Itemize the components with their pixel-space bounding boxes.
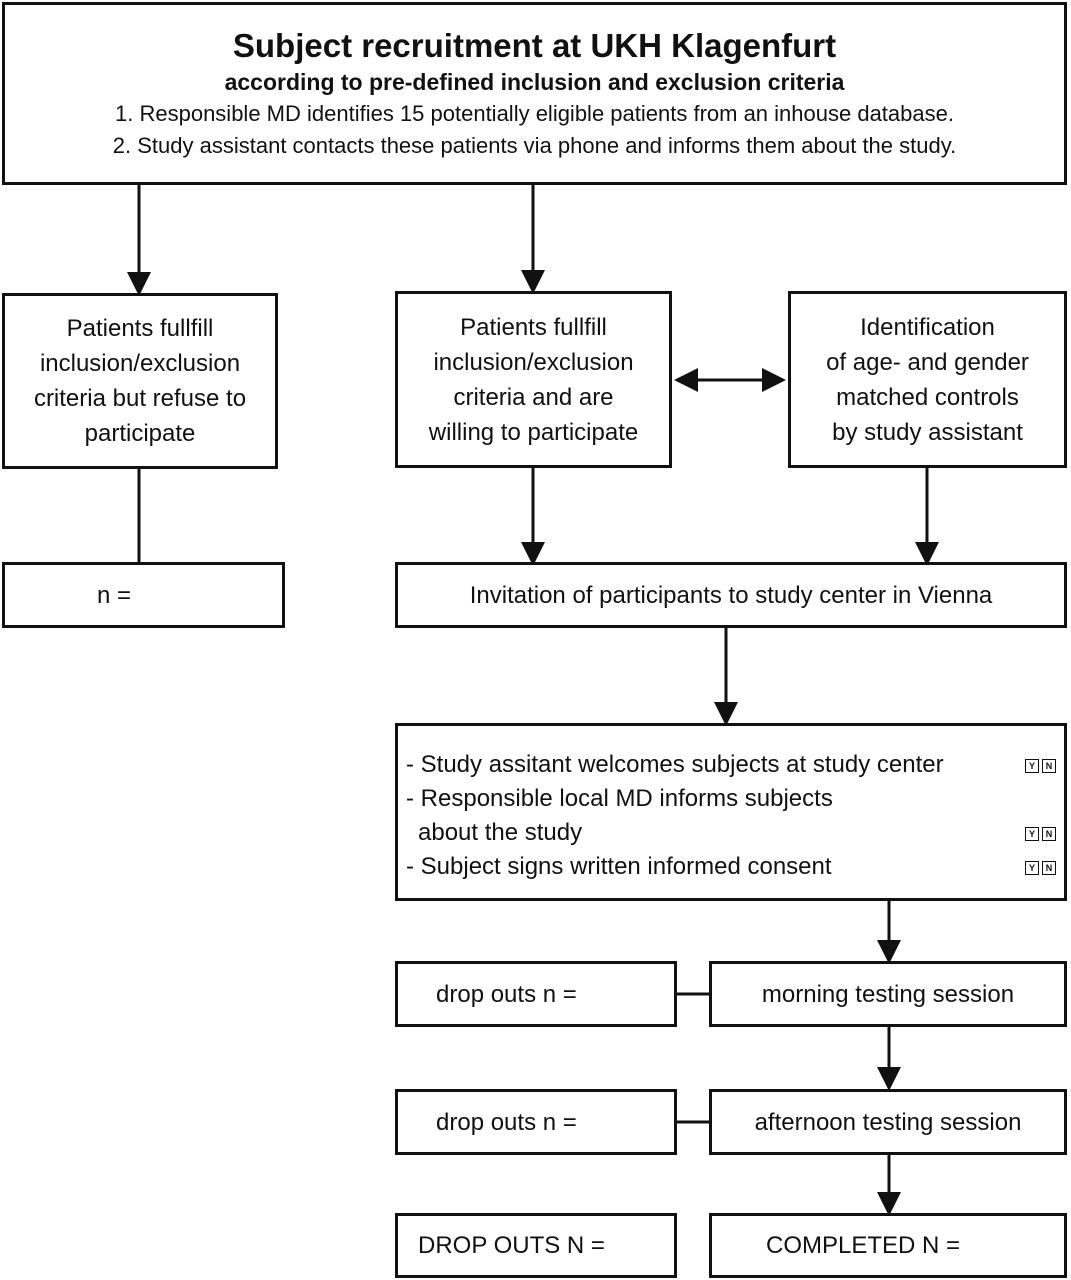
morning-session-box: morning testing session bbox=[709, 961, 1067, 1027]
controls-line: Identification bbox=[860, 313, 995, 341]
willing-line: criteria and are bbox=[453, 383, 614, 411]
checklist-box: - Study assitant welcomes subjects at st… bbox=[395, 723, 1067, 901]
willing-box: Patients fullfill inclusion/exclusion cr… bbox=[395, 291, 672, 468]
checklist-item-inform: - Responsible local MD informs subjects … bbox=[406, 782, 1064, 850]
final-dropouts-label: DROP OUTS N = bbox=[418, 1232, 605, 1259]
morning-dropouts-box: drop outs n = bbox=[395, 961, 677, 1027]
willing-line: Patients fullfill bbox=[460, 313, 607, 341]
checklist-item-inform-text: - Responsible local MD informs subjects bbox=[406, 785, 833, 812]
yes-checkbox[interactable]: Y bbox=[1025, 758, 1039, 773]
header-step-1: 1. Responsible MD identifies 15 potentia… bbox=[115, 100, 954, 126]
header-title: Subject recruitment at UKH Klagenfurt bbox=[232, 26, 837, 64]
afternoon-session-box: afternoon testing session bbox=[709, 1089, 1067, 1155]
no-checkbox[interactable]: N bbox=[1042, 758, 1056, 773]
recruitment-header-box: Subject recruitment at UKH Klagenfurt ac… bbox=[2, 2, 1067, 185]
controls-box: Identification of age- and gender matche… bbox=[788, 291, 1067, 468]
no-checkbox[interactable]: N bbox=[1042, 826, 1056, 841]
refuse-count-label: n = bbox=[97, 581, 132, 609]
checklist-item-consent-text: - Subject signs written informed consent bbox=[406, 853, 832, 880]
final-dropouts-box: DROP OUTS N = bbox=[395, 1213, 677, 1278]
refuse-line: participate bbox=[84, 420, 196, 447]
controls-line: by study assistant bbox=[832, 418, 1023, 446]
yes-checkbox[interactable]: Y bbox=[1025, 860, 1039, 875]
refuse-line: criteria but refuse to bbox=[33, 385, 247, 412]
refuse-line: Patients fullfill bbox=[66, 315, 214, 342]
refuse-line: inclusion/exclusion bbox=[39, 350, 241, 377]
morning-dropouts-label: drop outs n = bbox=[436, 980, 577, 1008]
completed-label: COMPLETED N = bbox=[766, 1232, 961, 1259]
invitation-text: Invitation of participants to study cent… bbox=[469, 581, 993, 609]
afternoon-session-label: afternoon testing session bbox=[754, 1108, 1022, 1136]
willing-line: willing to participate bbox=[428, 418, 639, 446]
willing-line: inclusion/exclusion bbox=[433, 348, 634, 376]
no-checkbox[interactable]: N bbox=[1042, 860, 1056, 875]
header-step-2: 2. Study assistant contacts these patien… bbox=[112, 132, 957, 158]
controls-line: of age- and gender bbox=[826, 348, 1029, 376]
header-subtitle: according to pre-defined inclusion and e… bbox=[224, 68, 845, 95]
checklist-item-welcome-text: - Study assitant welcomes subjects at st… bbox=[406, 751, 944, 778]
yes-checkbox[interactable]: Y bbox=[1025, 826, 1039, 841]
completed-box: COMPLETED N = bbox=[709, 1213, 1067, 1278]
checklist-item-consent: - Subject signs written informed consent… bbox=[406, 850, 1064, 884]
checklist-item-inform-text-cont: about the study bbox=[418, 819, 583, 846]
morning-session-label: morning testing session bbox=[761, 980, 1015, 1008]
afternoon-dropouts-label: drop outs n = bbox=[436, 1108, 577, 1136]
invitation-box: Invitation of participants to study cent… bbox=[395, 562, 1067, 628]
controls-line: matched controls bbox=[836, 383, 1019, 411]
refuse-count-box: n = bbox=[2, 562, 285, 628]
afternoon-dropouts-box: drop outs n = bbox=[395, 1089, 677, 1155]
refuse-box: Patients fullfill inclusion/exclusion cr… bbox=[2, 293, 278, 469]
checklist-item-welcome: - Study assitant welcomes subjects at st… bbox=[406, 748, 1064, 782]
